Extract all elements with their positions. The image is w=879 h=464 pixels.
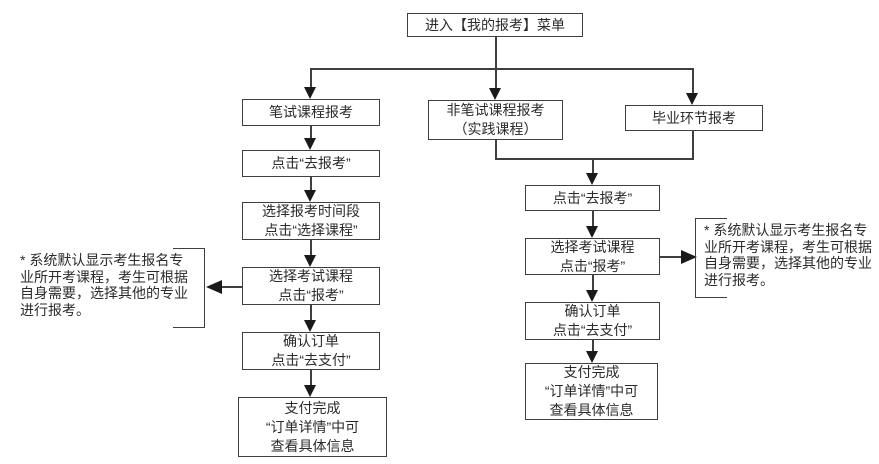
node-left-click-go-register: 点击“去报考” — [242, 150, 380, 177]
node-graduation-stage-registration: 毕业环节报考 — [625, 105, 763, 131]
connector-graduation-down — [692, 130, 694, 159]
connector-branch-horizontal — [310, 68, 694, 70]
arrowhead-right-3 — [586, 351, 598, 363]
connector-right-3 — [592, 340, 594, 352]
arrowhead-left-5 — [304, 385, 316, 397]
arrowhead-left-2 — [304, 190, 316, 202]
node-right-confirm-order: 确认订单 点击“去支付” — [525, 302, 660, 340]
arrowhead-left-4 — [304, 320, 316, 332]
bracket-left-note — [173, 248, 205, 328]
node-left-select-exam-course: 选择考试课程 点击“报考” — [242, 267, 380, 305]
connector-top-to-nonwritten — [495, 36, 497, 88]
arrowhead-into-graduation — [686, 93, 698, 105]
arrowhead-right-1 — [586, 226, 598, 238]
node-non-written-course-registration: 非笔试课程报考 （实践课程） — [428, 100, 563, 140]
note-left-default-major: * 系统默认显示考生报名专 业所开考课程，考生可根据 自身需要，选择其他的专业 … — [20, 252, 188, 318]
connector-left-note — [222, 286, 242, 288]
node-right-payment-complete: 支付完成 “订单详情”中可 查看具体信息 — [525, 363, 658, 420]
node-right-select-exam-course: 选择考试课程 点击“报考” — [525, 238, 660, 275]
connector-right-2 — [592, 275, 594, 291]
connector-left-3 — [310, 240, 312, 256]
connector-branch-to-written — [310, 68, 312, 88]
connector-left-2 — [310, 177, 312, 191]
connector-nonwritten-down — [495, 140, 497, 159]
connector-right-note — [660, 256, 682, 258]
node-left-payment-complete: 支付完成 “订单详情”中可 查看具体信息 — [238, 397, 387, 457]
bracket-right-note — [695, 218, 727, 298]
connector-branch-to-graduation — [692, 68, 694, 94]
node-enter-my-registration-menu: 进入【我的报考】菜单 — [407, 13, 583, 37]
arrowhead-right-note — [681, 250, 697, 264]
arrowhead-left-3 — [304, 255, 316, 267]
arrowhead-right-2 — [586, 290, 598, 302]
arrowhead-into-nonwritten — [489, 88, 501, 100]
arrowhead-merge — [586, 173, 598, 185]
connector-left-1 — [310, 126, 312, 139]
note-right-default-major: * 系统默认显示考生报名专 业所开考课程，考生可根据 自身需要，选择其他的专业 … — [704, 222, 872, 288]
arrowhead-left-1 — [304, 138, 316, 150]
connector-merge-down — [592, 158, 594, 174]
connector-left-4 — [310, 305, 312, 321]
connector-right-1 — [592, 211, 594, 227]
node-left-select-time-period: 选择报考时间段 点击“选择课程” — [242, 202, 380, 240]
arrowhead-left-note — [206, 280, 222, 294]
connector-merge-horizontal — [495, 158, 694, 160]
node-written-course-registration: 笔试课程报考 — [242, 99, 380, 126]
node-right-click-go-register: 点击“去报考” — [525, 185, 660, 211]
connector-left-5 — [310, 370, 312, 386]
arrowhead-into-written — [304, 87, 316, 99]
node-left-confirm-order: 确认订单 点击“去支付” — [242, 332, 380, 370]
